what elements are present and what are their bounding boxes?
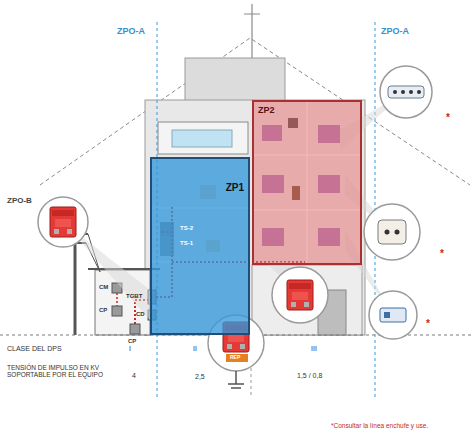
- zone-name: ZPO-A: [380, 26, 410, 36]
- table-cell: III: [310, 345, 318, 353]
- protection-zone: ZP1: [150, 157, 250, 335]
- footnote: *Consultar la línea enchufe y use.: [330, 422, 429, 429]
- row-heading: CLASE DEL DPS: [6, 345, 63, 353]
- zone-name: ZPO-A: [116, 26, 146, 36]
- footnote-mark: *: [426, 318, 430, 330]
- protection-zone: ZP2: [252, 100, 362, 265]
- zone-label: ZP2: [258, 106, 275, 115]
- table-cell: 2,5: [194, 373, 206, 381]
- table-cell: I: [128, 345, 132, 353]
- row-heading: TENSIÓN DE IMPULSO EN KV SOPORTABLE POR …: [6, 364, 124, 379]
- box-name: CP: [99, 307, 107, 314]
- zone-label: ZP1: [226, 183, 244, 193]
- device-tag: REP: [230, 355, 240, 361]
- table-cell: 1,5 / 0,8: [296, 372, 323, 380]
- panel-name: TS-1: [180, 240, 193, 247]
- panel-name: TS-2: [180, 225, 193, 232]
- box-name: CD: [136, 311, 145, 318]
- table-cell: II: [192, 345, 198, 353]
- box-name: TGBT: [126, 293, 142, 300]
- zone-name: ZPO-B: [6, 196, 33, 205]
- box-name: CP: [127, 338, 137, 345]
- footnote-mark: *: [440, 248, 444, 260]
- footnote-mark: *: [446, 112, 450, 124]
- table-cell: 4: [131, 372, 137, 380]
- box-name: CM: [99, 284, 108, 291]
